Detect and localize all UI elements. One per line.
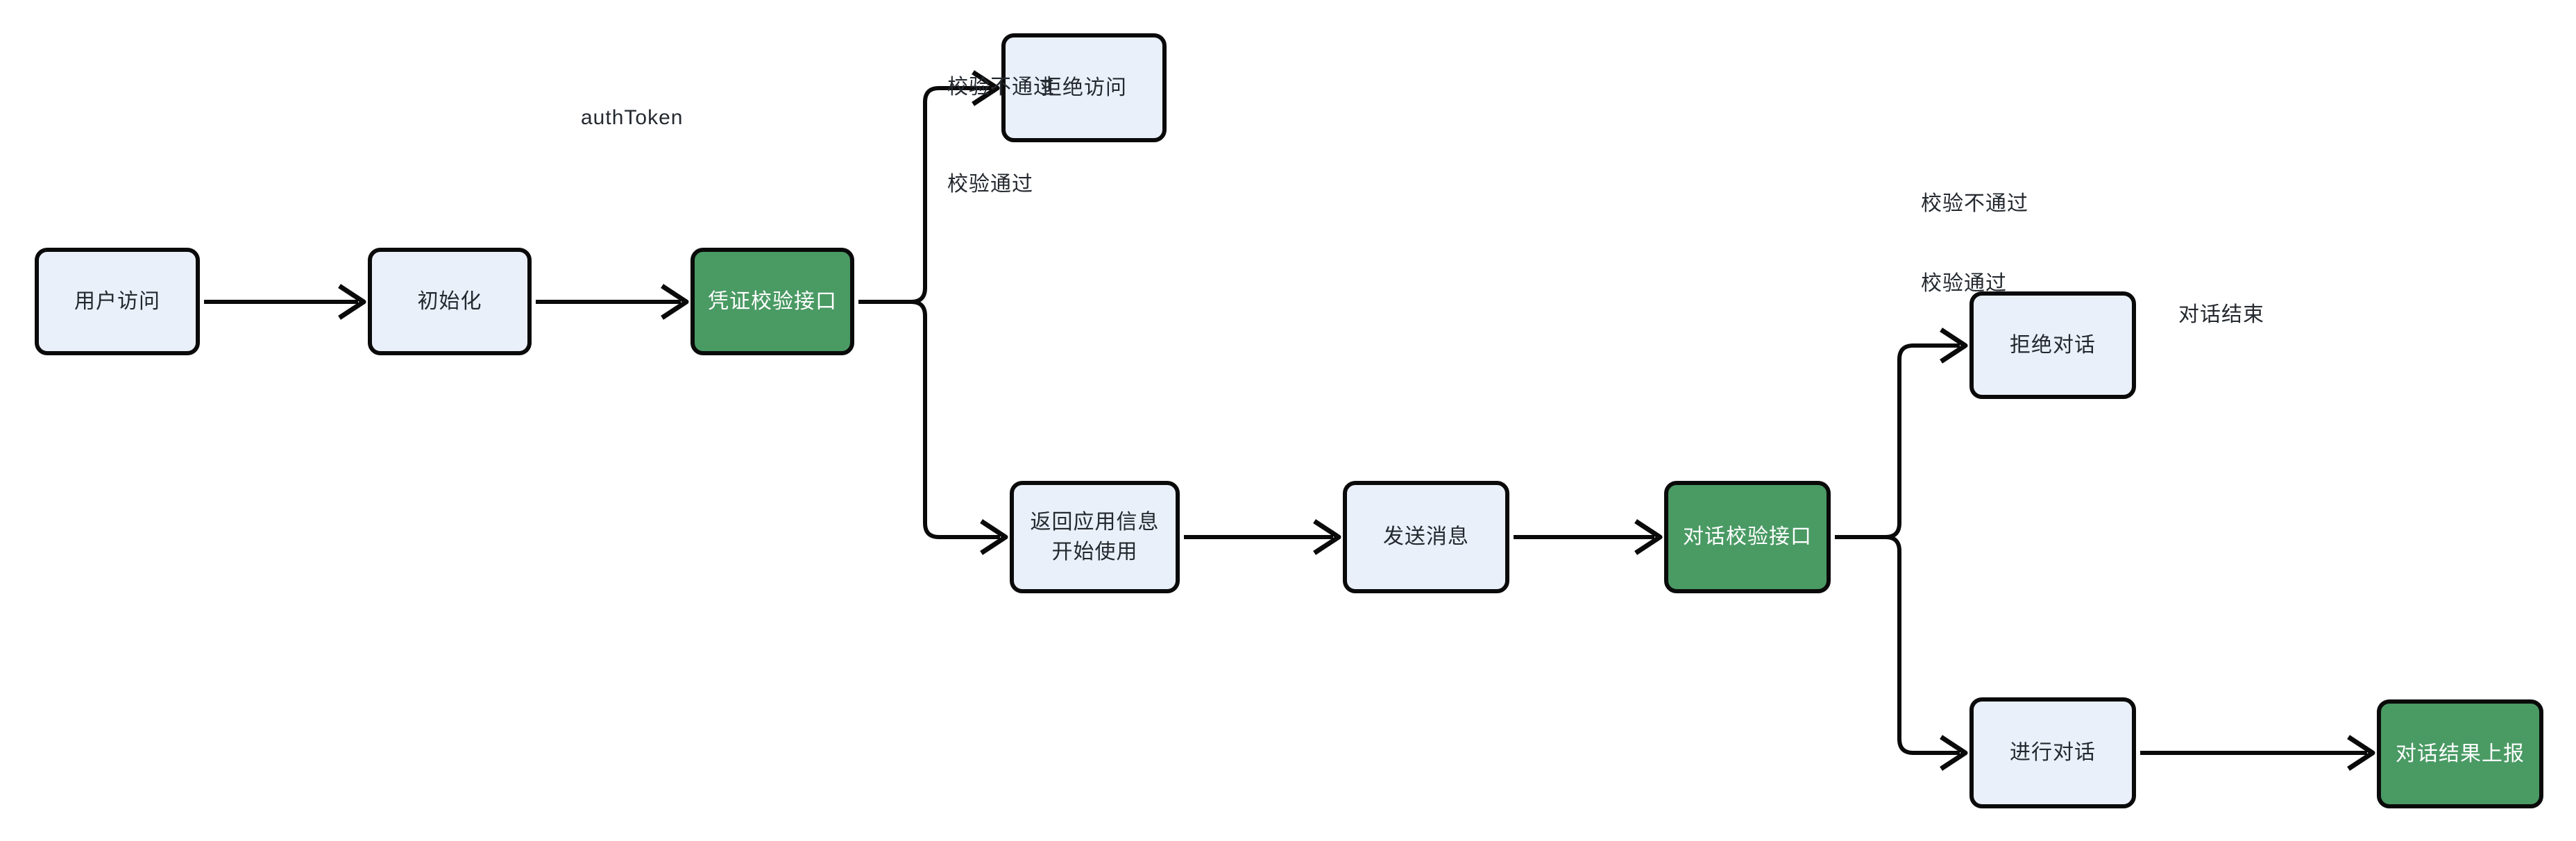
node-send-message-label: 发送消息 <box>1383 525 1469 549</box>
node-do-chat-label: 进行对话 <box>2010 741 2096 765</box>
edge-send-message-to-chat-check <box>1514 519 1663 555</box>
edge-label-auth-fail: 校验不通过 <box>947 76 1055 99</box>
edge-init-to-auth-api <box>536 284 689 320</box>
edge-label-auth-pass: 校验通过 <box>947 173 1033 196</box>
edge-auth-api-split <box>858 70 1008 555</box>
node-init[interactable]: 初始化 <box>368 248 532 355</box>
node-report-chat-result-label: 对话结果上报 <box>2396 742 2525 765</box>
edge-return-info-to-send-message <box>1184 519 1341 555</box>
node-do-chat[interactable]: 进行对话 <box>1969 697 2136 808</box>
node-deny-chat-label: 拒绝对话 <box>2010 333 2096 357</box>
node-user-access[interactable]: 用户访问 <box>35 248 200 355</box>
node-deny-chat[interactable]: 拒绝对话 <box>1969 291 2136 399</box>
edge-chat-check-split <box>1835 328 1968 771</box>
node-auth-verify-api-label: 凭证校验接口 <box>708 289 837 313</box>
edge-label-auth-token: authToken <box>581 106 684 129</box>
edge-label-chat-fail: 校验不通过 <box>1921 192 2028 215</box>
node-init-label: 初始化 <box>417 289 482 313</box>
node-return-app-info[interactable]: 返回应用信息 开始使用 <box>1010 481 1180 593</box>
node-auth-verify-api[interactable]: 凭证校验接口 <box>690 248 854 355</box>
node-deny-access[interactable]: 拒绝访问 <box>1001 33 1167 142</box>
node-deny-access-label: 拒绝访问 <box>1041 76 1127 99</box>
edge-label-chat-end: 对话结束 <box>2178 303 2264 326</box>
edge-label-chat-pass: 校验通过 <box>1921 272 2007 295</box>
node-user-access-label: 用户访问 <box>74 289 160 313</box>
node-report-chat-result[interactable]: 对话结果上报 <box>2377 699 2543 808</box>
edge-do-chat-to-report-result <box>2140 735 2375 771</box>
node-chat-verify-api-label: 对话校验接口 <box>1683 525 1812 549</box>
node-send-message[interactable]: 发送消息 <box>1343 481 1509 593</box>
edge-user-access-to-init <box>204 284 366 320</box>
node-chat-verify-api[interactable]: 对话校验接口 <box>1664 481 1831 593</box>
node-return-app-info-label: 返回应用信息 开始使用 <box>1030 510 1160 564</box>
